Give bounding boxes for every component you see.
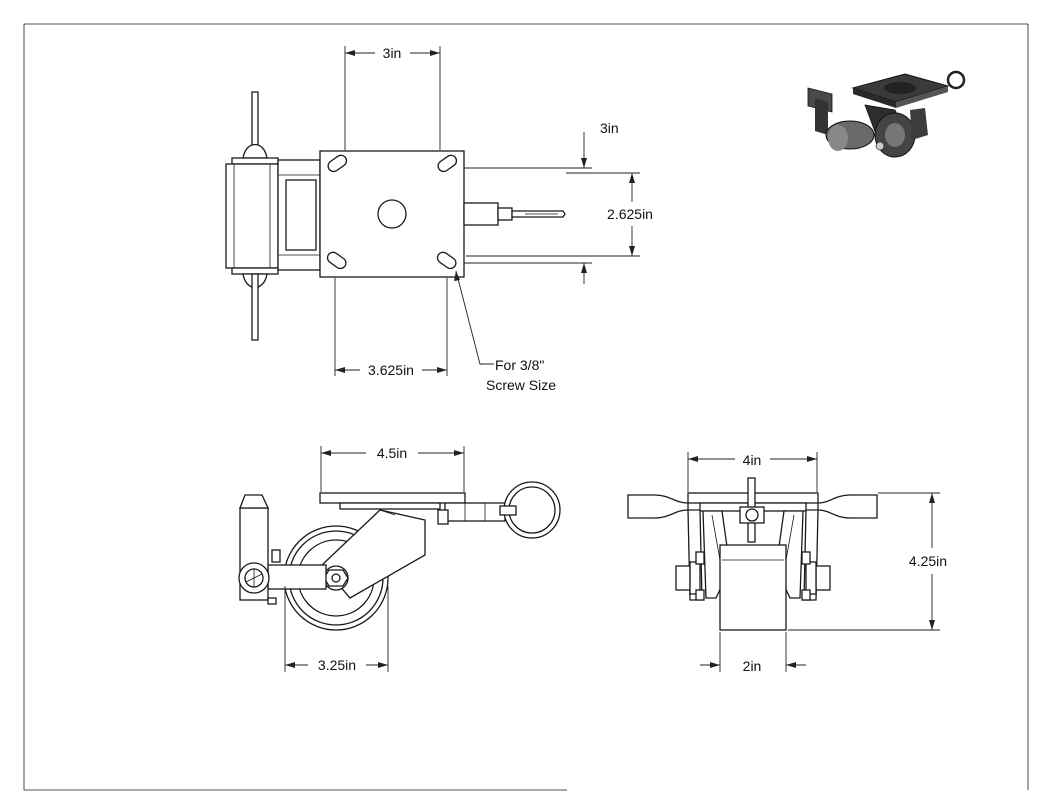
top-brake-pedal xyxy=(225,91,279,341)
side-brake xyxy=(238,494,327,605)
screw-note-line2: Screw Size xyxy=(486,377,556,393)
front-axle-nuts xyxy=(675,551,831,601)
front-view: 4in 4.25in 2in xyxy=(627,452,947,674)
dim-label-top-hole-distance: 3.625in xyxy=(368,362,414,378)
front-wheel xyxy=(719,544,787,631)
dim-top-offset: 3in xyxy=(464,120,619,284)
side-mounting-plate xyxy=(319,492,466,504)
dim-front-height: 4.25in xyxy=(788,492,947,631)
top-center-hole xyxy=(377,199,407,229)
top-bracket xyxy=(277,159,321,271)
dim-label-front-wheel-width: 2in xyxy=(743,658,762,674)
dim-label-side-plate-length: 4.5in xyxy=(377,445,407,461)
dim-label-front-height: 4.25in xyxy=(909,553,947,569)
screw-size-note: For 3/8" Screw Size xyxy=(454,270,556,393)
dim-label-top-plate-width: 3in xyxy=(383,45,402,61)
side-lock-pin-ring xyxy=(437,481,561,539)
top-view: 3in 3in 2.625in xyxy=(225,45,653,393)
dim-top-plate-width: 3in xyxy=(344,45,441,150)
dim-label-front-plate-width: 4in xyxy=(743,452,762,468)
dim-side-plate-length: 4.5in xyxy=(320,445,465,492)
sheet-border xyxy=(23,23,1029,791)
dim-front-wheel-width: 2in xyxy=(700,632,806,674)
isometric-caster-image xyxy=(807,70,966,158)
front-lock-ring xyxy=(739,477,765,543)
side-axle-nut xyxy=(323,565,349,591)
side-view: 4.5in 3.25in xyxy=(238,445,561,673)
top-lock-pin xyxy=(463,202,566,226)
dim-label-top-offset: 3in xyxy=(600,120,619,136)
dim-side-wheel-width: 3.25in xyxy=(284,586,389,673)
dim-top-hole-distance: 3.625in xyxy=(334,278,448,378)
dim-label-top-hole-spacing: 2.625in xyxy=(607,206,653,222)
dim-label-side-wheel-width: 3.25in xyxy=(318,657,356,673)
top-slot-holes xyxy=(326,154,458,270)
dim-top-hole-spacing: 2.625in xyxy=(466,172,653,257)
screw-note-line1: For 3/8" xyxy=(495,357,544,373)
dim-front-plate-width: 4in xyxy=(687,452,818,492)
